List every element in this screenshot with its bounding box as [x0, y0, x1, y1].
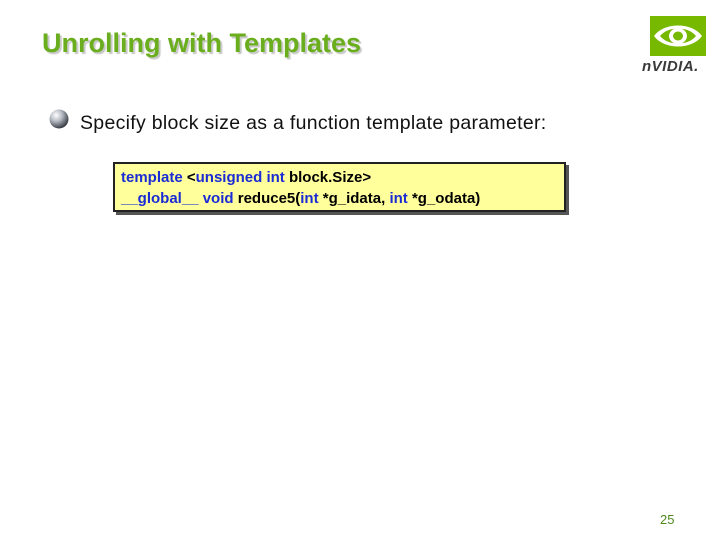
nvidia-eye-icon [650, 16, 706, 56]
code-keyword: unsigned int [195, 169, 285, 186]
bullet-text: Specify block size as a function templat… [80, 112, 547, 134]
code-line-1: template <unsigned int block.Size> [121, 167, 564, 188]
code-line-2: __global__ void reduce5(int *g_idata, in… [121, 188, 564, 209]
sphere-bullet-icon [49, 109, 69, 128]
page-number: 25 [660, 512, 675, 527]
code-text: block.Size> [284, 169, 372, 186]
code-keyword: template [121, 169, 183, 186]
code-text: *g_odata) [407, 190, 481, 207]
code-text: reduce5( [233, 190, 301, 207]
nvidia-wordmark: nVIDIA. [642, 58, 699, 75]
code-keyword: int [389, 190, 408, 207]
code-text: *g_idata, [318, 190, 390, 207]
code-text: < [182, 169, 196, 186]
bullet-item: Specify block size as a function templat… [48, 109, 547, 135]
slide-title: Unrolling with Templates [42, 28, 362, 58]
code-keyword: int [300, 190, 319, 207]
code-block: template <unsigned int block.Size> __glo… [113, 162, 566, 212]
code-keyword: __global__ [121, 190, 199, 207]
nvidia-logo: nVIDIA. [640, 14, 716, 76]
code-keyword: void [202, 190, 234, 207]
